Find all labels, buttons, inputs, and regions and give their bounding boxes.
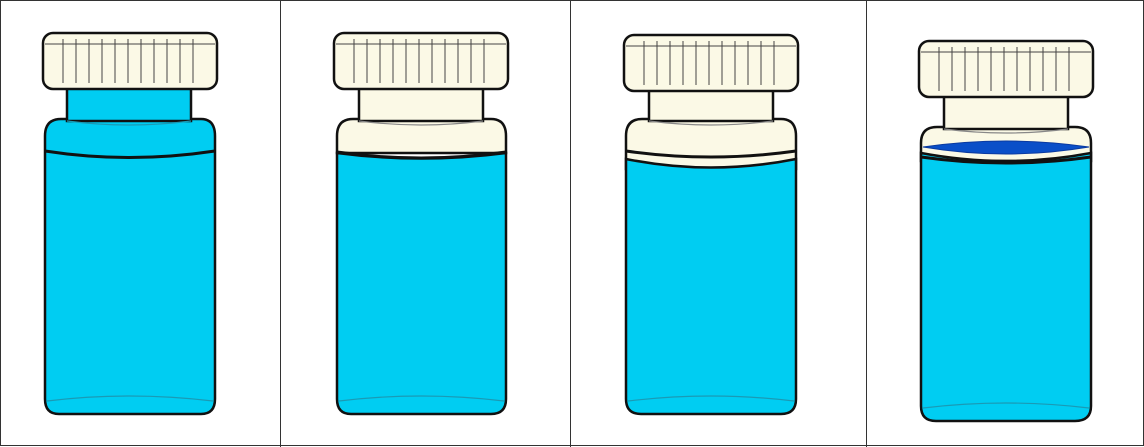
vial-2-cap (334, 33, 508, 89)
vial-4-cap (919, 41, 1093, 97)
vial-1-cap (43, 33, 217, 89)
vial-2-body-upper (337, 119, 506, 153)
vial-3 (624, 35, 798, 414)
vial-4 (919, 41, 1093, 421)
vial-3-body-upper (626, 119, 796, 169)
vial-3-body-liquid (626, 159, 796, 414)
vial-2 (334, 33, 508, 414)
vial-4-body-liquid (921, 153, 1091, 421)
vial-3-cap (624, 35, 798, 91)
vial-1-neck (67, 87, 191, 121)
vial-1-body (45, 119, 215, 414)
vial-2-body-liquid (337, 153, 506, 414)
vial-1 (43, 33, 217, 414)
vial-4-neck (944, 95, 1068, 129)
vial-2-neck (359, 87, 483, 121)
